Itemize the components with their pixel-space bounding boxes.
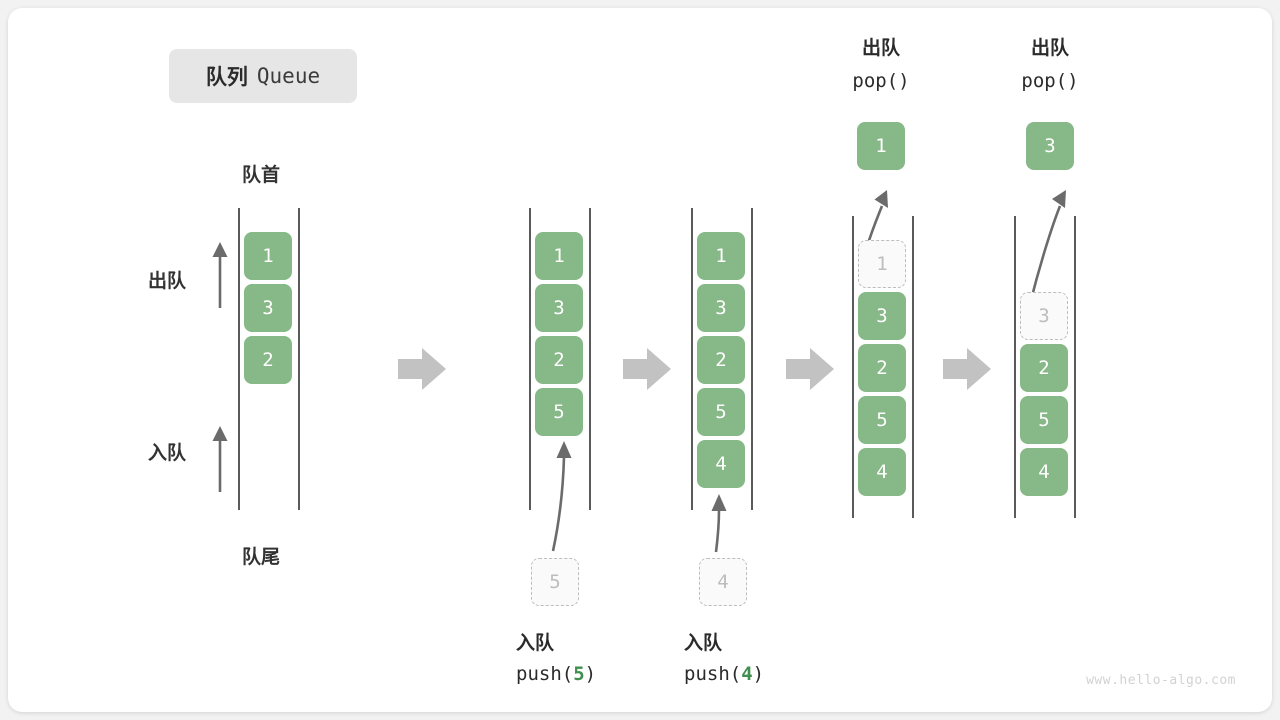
column-1-cell-3[interactable]: 5 xyxy=(535,388,583,436)
push-5-ghost-cell[interactable]: 5 xyxy=(531,558,579,606)
column-4-cell-3[interactable]: 5 xyxy=(1020,396,1068,444)
column-4-cell-4[interactable]: 4 xyxy=(1020,448,1068,496)
column-3-cell-3[interactable]: 5 xyxy=(858,396,906,444)
diagram-title-chip: 队列 Queue xyxy=(169,49,357,103)
push-4-caption: 入队 push(4) xyxy=(684,628,764,685)
push-5-code-arg: 5 xyxy=(573,663,585,685)
column-4-cell-1[interactable]: 3 xyxy=(1020,292,1068,340)
watermark: www.hello-algo.com xyxy=(1086,673,1236,688)
transition-arrow-2-icon xyxy=(786,348,834,390)
pop-3-arrow-icon xyxy=(1028,190,1066,305)
pop-3-caption-code: pop() xyxy=(1021,70,1079,93)
push-5-code-suffix: ) xyxy=(584,663,597,685)
push-5-caption: 入队 push(5) xyxy=(516,628,596,685)
column-0-rail-left xyxy=(238,208,240,510)
queue-head-label: 队首 xyxy=(242,165,281,186)
column-2-cell-0[interactable]: 1 xyxy=(697,232,745,280)
push-5-code-prefix: push( xyxy=(516,663,574,685)
pop-1-result-cell[interactable]: 1 xyxy=(857,122,905,170)
pop-1-caption-code: pop() xyxy=(852,70,910,93)
column-2-cell-4[interactable]: 4 xyxy=(697,440,745,488)
column-2-cell-2[interactable]: 2 xyxy=(697,336,745,384)
column-2-cell-3[interactable]: 5 xyxy=(697,388,745,436)
column-4-cell-2[interactable]: 2 xyxy=(1020,344,1068,392)
column-3-cell-4[interactable]: 4 xyxy=(858,448,906,496)
column-0-cell-0[interactable]: 1 xyxy=(244,232,292,280)
column-1-rail-left xyxy=(529,208,531,510)
column-4-rail-left xyxy=(1014,216,1016,518)
column-2-rail-right xyxy=(751,208,753,510)
push-5-caption-cn: 入队 xyxy=(516,633,555,654)
diagram-stage: 队列 Queue 队首 队尾 出队 入队 1 3 2 1 3 2 5 5 入队 … xyxy=(8,8,1272,712)
push-4-code-suffix: ) xyxy=(752,663,765,685)
title-cn: 队列 xyxy=(205,66,248,89)
transition-arrow-1-icon xyxy=(623,348,671,390)
pop-1-caption: 出队 pop() xyxy=(821,32,941,99)
column-3-rail-right xyxy=(912,216,914,518)
push-4-arrow-icon xyxy=(711,494,727,553)
column-3-cell-0[interactable]: 1 xyxy=(858,240,906,288)
column-0-cell-2[interactable]: 2 xyxy=(244,336,292,384)
push-4-ghost-cell[interactable]: 4 xyxy=(699,558,747,606)
column-2-cell-1[interactable]: 3 xyxy=(697,284,745,332)
column-1-cell-1[interactable]: 3 xyxy=(535,284,583,332)
pop-1-caption-cn: 出队 xyxy=(861,38,900,59)
column-4-rail-right xyxy=(1074,216,1076,518)
column-1-rail-right xyxy=(589,208,591,510)
enqueue-label: 入队 xyxy=(148,443,187,464)
transition-arrow-0-icon xyxy=(398,348,446,390)
pop-3-result-cell[interactable]: 3 xyxy=(1026,122,1074,170)
push-4-code-prefix: push( xyxy=(684,663,742,685)
push-5-arrow-icon xyxy=(551,441,572,552)
column-0-cell-1[interactable]: 3 xyxy=(244,284,292,332)
dequeue-label: 出队 xyxy=(148,271,187,292)
diagram-card: 队列 Queue 队首 队尾 出队 入队 1 3 2 1 3 2 5 5 入队 … xyxy=(8,8,1272,712)
enqueue-arrow-icon xyxy=(212,426,228,492)
column-3-rail-left xyxy=(852,216,854,518)
pop-3-caption: 出队 pop() xyxy=(990,32,1110,99)
column-3-cell-1[interactable]: 3 xyxy=(858,292,906,340)
transition-arrow-3-icon xyxy=(943,348,991,390)
dequeue-arrow-icon xyxy=(212,242,228,308)
pop-3-caption-cn: 出队 xyxy=(1030,38,1069,59)
column-0-rail-right xyxy=(298,208,300,510)
column-1-cell-2[interactable]: 2 xyxy=(535,336,583,384)
column-3-cell-2[interactable]: 2 xyxy=(858,344,906,392)
title-en: Queue xyxy=(256,64,321,88)
column-1-cell-0[interactable]: 1 xyxy=(535,232,583,280)
column-2-rail-left xyxy=(691,208,693,510)
push-4-code-arg: 4 xyxy=(741,663,753,685)
push-4-caption-cn: 入队 xyxy=(684,633,723,654)
queue-tail-label: 队尾 xyxy=(242,547,281,568)
